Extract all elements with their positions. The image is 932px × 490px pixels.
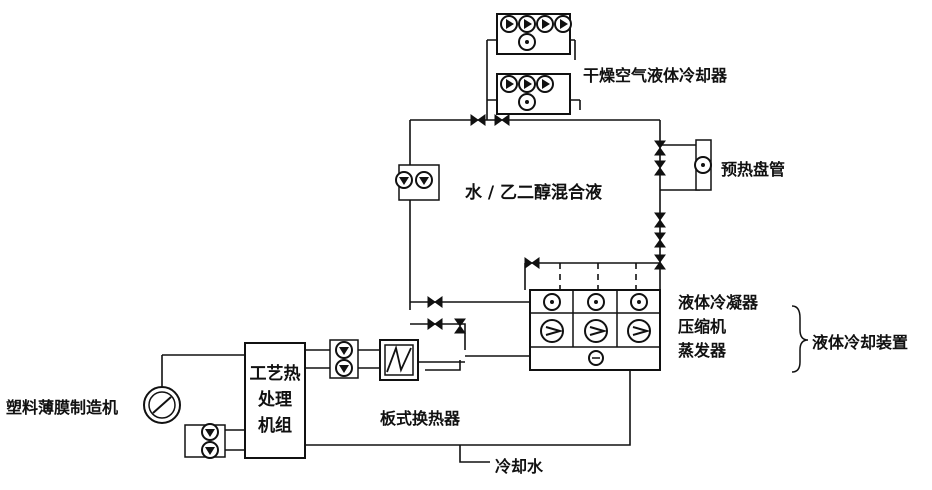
- process-unit-line-3: 机组: [258, 416, 292, 436]
- valve-icon: [494, 114, 510, 126]
- chiller-component-labels: 液体冷凝器 压缩机 蒸发器: [678, 291, 758, 363]
- condenser-label: 液体冷凝器: [678, 293, 759, 312]
- film-machine: [143, 386, 181, 424]
- process-unit-line-1: 工艺热: [249, 364, 301, 384]
- dry-air-cooler-label: 干燥空气液体冷却器: [583, 66, 728, 85]
- valve-icon: [654, 254, 666, 270]
- preheat-coil: [694, 139, 712, 191]
- preheat-coil-label: 预热盘管: [721, 160, 786, 179]
- valve-icon: [470, 114, 486, 126]
- valve-icon: [654, 232, 666, 248]
- dry-air-cooler-1: [496, 13, 572, 55]
- glycol-pump-group: [395, 164, 440, 201]
- valve-icon: [654, 160, 666, 176]
- valve-icon: [454, 318, 466, 334]
- dry-air-cooler-2: [496, 73, 571, 115]
- evaporator-label: 蒸发器: [678, 341, 727, 360]
- process-unit-line-2: 处理: [258, 390, 292, 410]
- valve-icon: [654, 212, 666, 228]
- glycol-mix-label: 水 / 乙二醇混合液: [465, 183, 603, 203]
- compressor-label: 压缩机: [678, 317, 727, 336]
- chiller-unit: [529, 289, 661, 371]
- film-machine-label: 塑料薄膜制造机: [6, 398, 119, 417]
- valve-icon: [524, 257, 540, 269]
- film-pump-group: [184, 423, 226, 459]
- valve-icon: [654, 140, 666, 156]
- plate-heat-exchanger: [379, 339, 419, 381]
- valve-icon: [427, 296, 443, 308]
- plate-hx-label: 板式换热器: [380, 409, 461, 428]
- valve-icon: [427, 318, 443, 330]
- chiller-unit-label: 液体冷却装置: [812, 333, 909, 352]
- process-unit-box: [244, 342, 306, 459]
- cooling-water-label: 冷却水: [495, 457, 544, 476]
- brace: [791, 305, 809, 373]
- process-pump-group: [329, 339, 359, 379]
- process-unit-label: 工艺热 处理 机组: [240, 361, 310, 439]
